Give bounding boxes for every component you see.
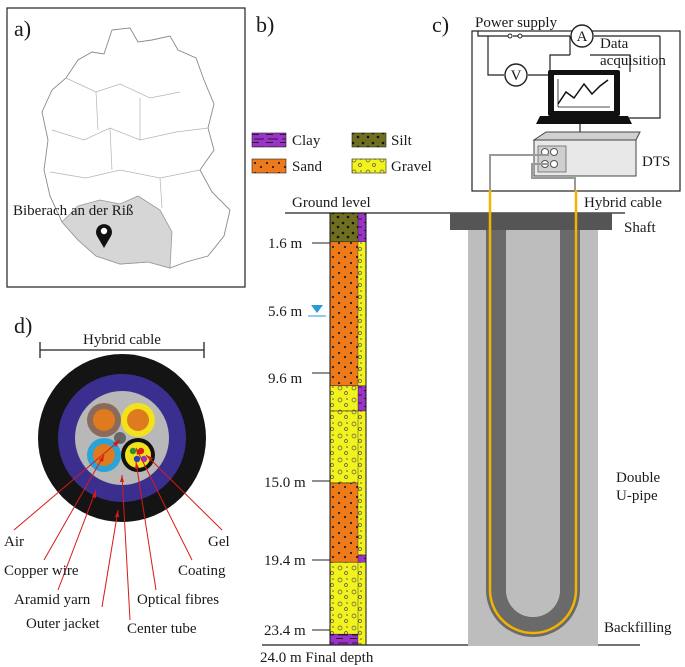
fibre-green (129, 447, 137, 455)
groundwater-marker-icon (308, 305, 326, 317)
location-pin-icon (95, 224, 112, 248)
legend-swatch-sand (251, 158, 287, 174)
depth-label-1-6: 1.6 m (268, 236, 303, 252)
laptop-icon (536, 70, 632, 124)
soil-side-strip (357, 410, 367, 556)
legend-swatch-gravel (351, 158, 387, 174)
legend-label-sand: Sand (292, 159, 323, 175)
shaft-cap (450, 213, 612, 230)
label-gel: Gel (208, 534, 230, 550)
hybrid-cable-label: Hybrid cable (584, 195, 662, 211)
shaft-label: Shaft (624, 220, 656, 236)
panel-b-label: b) (256, 12, 274, 37)
panel-d: d) Hybrid cable (4, 313, 230, 637)
cable-leader-lines (13, 439, 223, 621)
legend-label-gravel: Gravel (391, 159, 432, 175)
soil-side-strip (357, 241, 367, 387)
panel-d-label: d) (14, 313, 32, 338)
panel-a-label: a) (14, 16, 31, 41)
depth-ticks (312, 242, 330, 631)
ammeter-icon: A (570, 24, 594, 48)
legend-swatch-silt (351, 132, 387, 148)
ground-level-label: Ground level (292, 195, 371, 211)
soil-side-strip (357, 385, 367, 412)
fibre-blue (133, 455, 141, 463)
switch-contact-right (517, 33, 523, 39)
soil-side-strip (357, 212, 367, 242)
svg-text:A: A (577, 29, 588, 45)
final-depth-label: 24.0 m Final depth (260, 650, 374, 666)
copper-wire-top-left (87, 403, 121, 437)
svg-text:V: V (511, 68, 522, 84)
data-acquisition-label-1: Data (600, 36, 629, 52)
cable-title: Hybrid cable (83, 332, 161, 348)
groundwater-label: 5.6 m (268, 304, 303, 320)
label-air: Air (4, 534, 24, 550)
dts-label: DTS (642, 154, 670, 170)
copper-wire-top-right (121, 403, 155, 437)
label-coating: Coating (178, 563, 226, 579)
panel-a: a) Biberach an der Riß (6, 7, 246, 288)
label-optical-fibres: Optical fibres (137, 592, 219, 608)
u-pipe-inner (506, 230, 560, 617)
soil-side-strip (357, 562, 367, 646)
optical-fibre-tube (121, 438, 155, 472)
germany-outline (41, 27, 231, 269)
label-outer-jacket: Outer jacket (26, 616, 101, 632)
hybrid-cable-path (488, 154, 578, 635)
double-upipe-label-2: U-pipe (616, 488, 658, 504)
power-supply-label: Power supply (475, 15, 558, 31)
location-label: Biberach an der Riß (13, 203, 133, 219)
map-frame (6, 7, 246, 288)
soil-legend: Clay Silt Sand Gravel (251, 132, 432, 175)
air-center (114, 432, 126, 444)
voltmeter-icon: V (504, 63, 528, 87)
cable-width-bracket (39, 342, 205, 358)
backfilling-label: Backfilling (604, 620, 672, 636)
soil-column (329, 212, 367, 646)
double-u-pipe (486, 230, 580, 637)
label-aramid-yarn: Aramid yarn (14, 592, 91, 608)
panel-c-label: c) (432, 12, 449, 37)
switch-contact-left (507, 33, 513, 39)
data-acquisition-label-2: acquisition (600, 53, 666, 69)
panel-c: c) Power supply A V Data acquisition (432, 12, 681, 646)
baden-wuerttemberg-region (61, 195, 173, 269)
dts-device-icon (532, 131, 641, 177)
double-upipe-label-1: Double (616, 470, 661, 486)
legend-swatch-clay (251, 132, 287, 148)
legend-label-silt: Silt (391, 133, 413, 149)
depth-label-9-6: 9.6 m (268, 371, 303, 387)
state-borders (49, 77, 209, 209)
depth-label-19-4: 19.4 m (264, 553, 306, 569)
label-copper-wire: Copper wire (4, 563, 79, 579)
soil-side-strip (357, 554, 367, 563)
legend-label-clay: Clay (292, 133, 321, 149)
cable-leader-arrowheads (92, 440, 153, 517)
depth-label-23-4: 23.4 m (264, 623, 306, 639)
depth-label-15-0: 15.0 m (264, 475, 306, 491)
label-center-tube: Center tube (127, 621, 197, 637)
